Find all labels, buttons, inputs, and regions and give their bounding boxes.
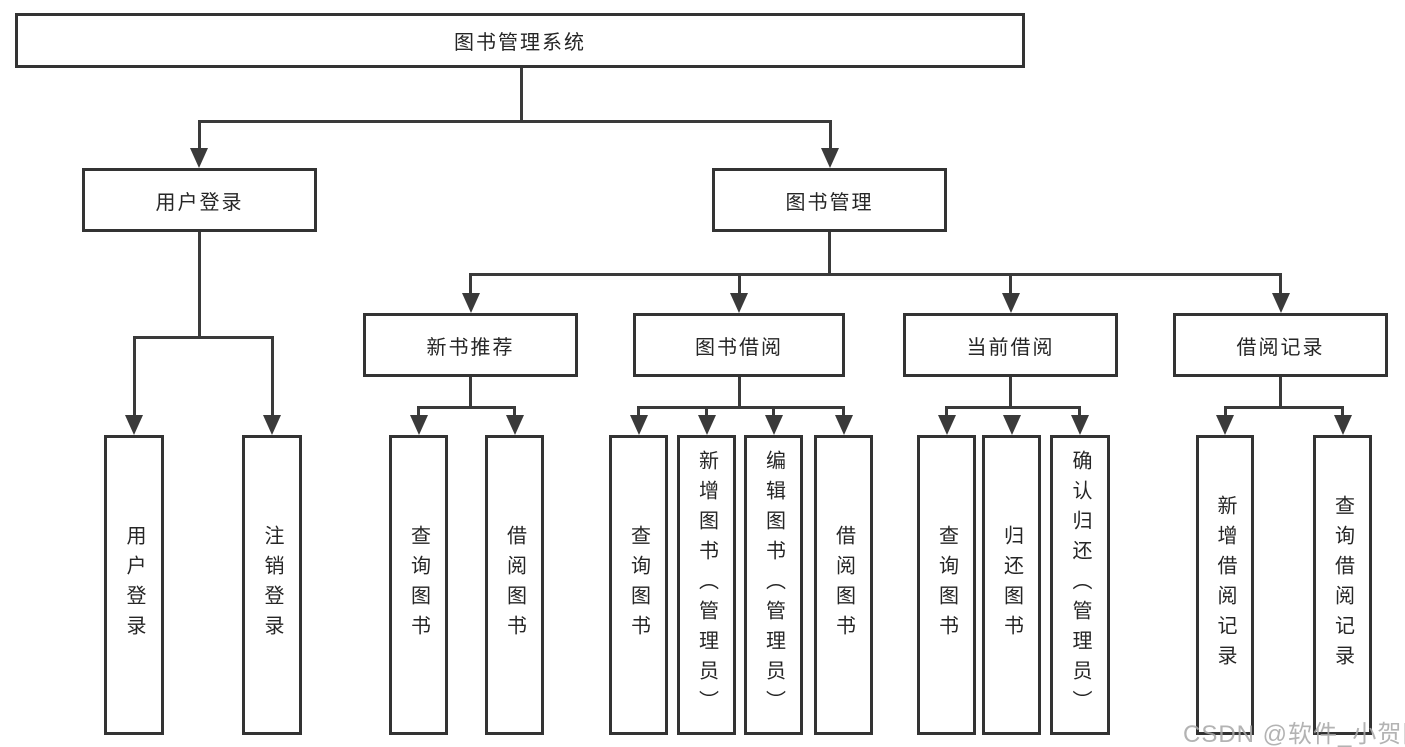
arrowhead-down-icon <box>263 415 281 435</box>
arrowhead-down-icon <box>821 148 839 168</box>
arrowhead-down-icon <box>505 415 524 435</box>
connector-line <box>134 336 272 339</box>
node-book-mgmt: 图书管理 <box>712 168 947 232</box>
node-leaf-newrec-query-books: 查询图书 <box>389 435 448 735</box>
connector-line <box>519 68 523 120</box>
connector-line <box>1078 406 1081 415</box>
node-borrow-records: 借阅记录 <box>1173 313 1388 377</box>
connector-line <box>705 406 708 415</box>
connector-line <box>469 273 1282 276</box>
connector-line <box>1009 377 1012 406</box>
connector-line <box>417 406 516 409</box>
connector-line <box>197 120 201 150</box>
connector-line <box>417 406 420 415</box>
connector-line <box>737 377 741 406</box>
connector-line <box>270 336 274 415</box>
connector-line <box>197 232 201 336</box>
connector-line <box>772 406 775 415</box>
node-leaf-current-confirm-return: 确认归还（管理员） <box>1050 435 1110 735</box>
arrowhead-down-icon <box>1333 415 1352 435</box>
arrowhead-down-icon <box>125 415 143 435</box>
arrowhead-down-icon <box>1070 415 1089 435</box>
connector-line <box>1223 406 1227 415</box>
node-leaf-logout: 注销登录 <box>242 435 302 735</box>
node-book-borrow: 图书借阅 <box>633 313 845 377</box>
arrowhead-down-icon <box>937 415 956 435</box>
connector-line <box>637 406 640 415</box>
node-leaf-current-query-books: 查询图书 <box>917 435 976 735</box>
node-leaf-borrow-borrow-books: 借阅图书 <box>814 435 873 735</box>
arrowhead-down-icon <box>629 415 648 435</box>
connector-line <box>842 406 845 415</box>
connector-line <box>1341 406 1344 415</box>
arrowhead-down-icon <box>190 148 208 168</box>
connector-line <box>1279 273 1282 293</box>
connector-line <box>637 406 845 409</box>
arrowhead-down-icon <box>409 415 428 435</box>
connector-line <box>469 377 472 406</box>
connector-line <box>1223 406 1344 409</box>
arrowhead-down-icon <box>461 293 480 313</box>
connector-line <box>1279 377 1282 406</box>
node-leaf-current-return-books: 归还图书 <box>982 435 1041 735</box>
connector-line <box>828 120 832 150</box>
connector-line <box>945 406 1081 409</box>
watermark: CSDN @软件_小贺同学 <box>1183 721 1405 747</box>
arrowhead-down-icon <box>1001 293 1020 313</box>
connector-line <box>945 406 948 415</box>
node-leaf-user-login: 用户登录 <box>104 435 164 735</box>
node-leaf-borrow-edit-books: 编辑图书（管理员） <box>744 435 803 735</box>
connector-line <box>132 336 136 415</box>
node-user-login: 用户登录 <box>82 168 317 232</box>
node-leaf-borrow-query-books: 查询图书 <box>609 435 668 735</box>
connector-line <box>1009 273 1012 293</box>
arrowhead-down-icon <box>1271 293 1290 313</box>
connector-line <box>827 232 831 273</box>
node-leaf-borrow-add-books: 新增图书（管理员） <box>677 435 736 735</box>
arrowhead-down-icon <box>834 415 853 435</box>
node-current-borrow: 当前借阅 <box>903 313 1118 377</box>
arrowhead-down-icon <box>764 415 783 435</box>
connector-line <box>469 273 472 293</box>
node-leaf-records-add-record: 新增借阅记录 <box>1196 435 1254 735</box>
arrowhead-down-icon <box>1002 415 1021 435</box>
connector-line <box>199 120 832 123</box>
arrowhead-down-icon <box>1216 415 1234 435</box>
node-leaf-newrec-borrow-books: 借阅图书 <box>485 435 544 735</box>
connector-line <box>513 406 516 415</box>
node-new-book-rec: 新书推荐 <box>363 313 578 377</box>
arrowhead-down-icon <box>730 293 748 313</box>
node-root: 图书管理系统 <box>15 13 1025 68</box>
connector-line <box>737 273 741 293</box>
node-leaf-records-query-record: 查询借阅记录 <box>1313 435 1372 735</box>
arrowhead-down-icon <box>697 415 716 435</box>
